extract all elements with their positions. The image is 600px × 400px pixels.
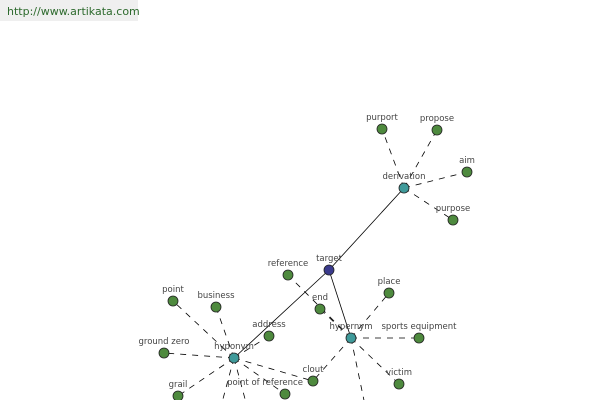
node-label-reference: reference	[268, 259, 309, 269]
node-purpose[interactable]	[447, 214, 459, 226]
node-label-hypernym: hypernym	[329, 322, 372, 332]
node-label-clout: clout	[303, 365, 325, 375]
graph-edge	[222, 357, 235, 400]
node-label-target: target	[316, 254, 343, 264]
node-aim[interactable]	[461, 166, 473, 178]
graph-edge	[233, 357, 246, 400]
node-grail[interactable]	[172, 390, 184, 400]
node-label-end: end	[312, 293, 328, 303]
node-por[interactable]	[279, 388, 291, 400]
graph-edge	[403, 187, 454, 221]
node-hypernym[interactable]	[345, 332, 357, 344]
node-label-purpose: purpose	[436, 204, 471, 214]
graph-edge	[172, 300, 235, 359]
node-business[interactable]	[210, 301, 222, 313]
graph-edge	[350, 292, 390, 339]
node-label-derivation: derivation	[382, 172, 425, 182]
node-label-propose: propose	[420, 114, 454, 124]
node-purport[interactable]	[376, 123, 388, 135]
graph-edge	[287, 274, 352, 339]
node-place[interactable]	[383, 287, 395, 299]
node-sports[interactable]	[413, 332, 425, 344]
node-label-place: place	[378, 277, 401, 287]
graph-edge	[350, 337, 365, 400]
node-label-groundzero: ground zero	[139, 337, 190, 347]
node-label-grail: grail	[169, 380, 188, 390]
node-point[interactable]	[167, 295, 179, 307]
node-label-hyponym: hyponym	[214, 342, 254, 352]
node-victim[interactable]	[393, 378, 405, 390]
node-groundzero[interactable]	[158, 347, 170, 359]
node-hyponym[interactable]	[228, 352, 240, 364]
graph-edge	[328, 269, 352, 339]
graph-edge	[233, 357, 314, 382]
source-url-link[interactable]: http://www.artikata.com	[0, 0, 140, 21]
node-label-point: point	[162, 285, 184, 295]
node-label-por: point of reference	[227, 378, 303, 388]
node-address[interactable]	[263, 330, 275, 342]
node-propose[interactable]	[431, 124, 443, 136]
node-end[interactable]	[314, 303, 326, 315]
graph-edge	[233, 357, 286, 395]
node-target[interactable]	[323, 264, 335, 276]
graph-edge	[177, 357, 235, 397]
node-label-purport: purport	[366, 113, 398, 123]
node-reference[interactable]	[282, 269, 294, 281]
graph-edge	[381, 128, 405, 189]
node-clout[interactable]	[307, 375, 319, 387]
node-label-aim: aim	[459, 156, 475, 166]
graph-edge	[163, 352, 235, 359]
graph-edge	[215, 306, 235, 359]
graph-edge	[233, 269, 330, 359]
graph-edge	[312, 337, 352, 382]
graph-edge	[328, 187, 405, 271]
node-label-address: address	[252, 320, 286, 330]
node-label-victim: victim	[386, 368, 412, 378]
node-derivation[interactable]	[398, 182, 410, 194]
node-label-business: business	[197, 291, 235, 301]
node-label-sports: sports equipment	[382, 322, 458, 332]
